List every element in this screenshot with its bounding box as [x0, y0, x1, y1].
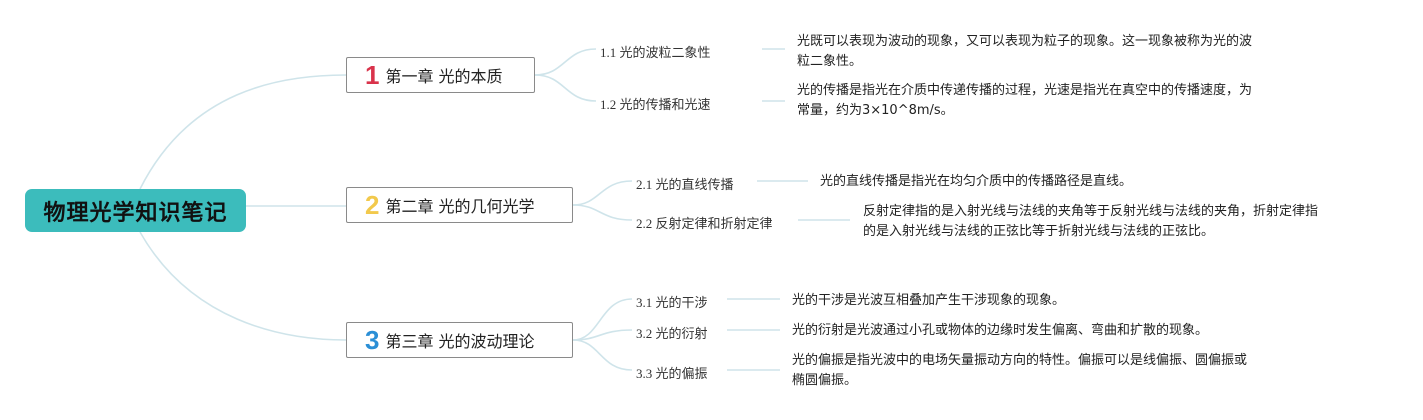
section-label-2-2[interactable]: 2.2 反射定律和折射定律 [636, 216, 773, 231]
section-label-3-2[interactable]: 3.2 光的衍射 [636, 326, 708, 341]
connector-root-ch1 [139, 74, 347, 190]
connector-root-ch3 [139, 231, 347, 341]
chapter-node-2[interactable]: 2 第二章 光的几何光学 [346, 187, 573, 223]
section-desc-3-3: 光的偏振是指光波中的电场矢量振动方向的特性。偏振可以是线偏振、圆偏振或 椭圆偏振… [792, 351, 1247, 391]
desc-line: 光的干涉是光波互相叠加产生干涉现象的现象。 [792, 293, 1066, 308]
root-title: 物理光学知识笔记 [43, 200, 228, 226]
connector-ch2-sec1 [572, 180, 633, 206]
connector-ch1-sec1 [534, 48, 597, 76]
section-desc-1-2: 光的传播是指光在介质中传递传播的过程，光速是指光在真空中的传播速度，为 常量，约… [797, 81, 1252, 121]
desc-line: 光的偏振是指光波中的电场矢量振动方向的特性。偏振可以是线偏振、圆偏振或 [792, 353, 1248, 368]
section-desc-3-2: 光的衍射是光波通过小孔或物体的边缘时发生偏离、弯曲和扩散的现象。 [792, 321, 1208, 341]
chapter-number-2-icon: 2 [365, 190, 380, 220]
section-label-1-2[interactable]: 1.2 光的传播和光速 [600, 97, 711, 112]
desc-line: 的是入射光线与法线的正弦比等于折射光线与法线的正弦比。 [863, 224, 1215, 239]
connector-ch3-sec2 [572, 329, 633, 341]
section-label-3-3[interactable]: 3.3 光的偏振 [636, 366, 708, 381]
desc-line: 光的直线传播是指光在均匀介质中的传播路径是直线。 [820, 174, 1133, 189]
section-desc-3-1: 光的干涉是光波互相叠加产生干涉现象的现象。 [792, 291, 1065, 311]
connector-ch2-sec2 [572, 204, 633, 221]
connector-ch1-sec2 [534, 74, 597, 102]
desc-line: 光的衍射是光波通过小孔或物体的边缘时发生偏离、弯曲和扩散的现象。 [792, 323, 1209, 338]
desc-line: 反射定律指的是入射光线与法线的夹角等于反射光线与法线的夹角，折射定律指 [863, 204, 1319, 219]
chapter-title-1: 第一章 光的本质 [385, 67, 503, 86]
root-node[interactable]: 物理光学知识笔记 [25, 189, 246, 232]
section-label-1-1[interactable]: 1.1 光的波粒二象性 [600, 45, 711, 60]
desc-line: 粒二象性。 [797, 54, 863, 69]
section-label-3-1[interactable]: 3.1 光的干涉 [636, 295, 708, 310]
chapter-node-1[interactable]: 1 第一章 光的本质 [346, 57, 535, 93]
desc-line: 光既可以表现为波动的现象，又可以表现为粒子的现象。这一现象被称为光的波 [797, 34, 1253, 49]
chapter-title-3: 第三章 光的波动理论 [385, 332, 535, 351]
section-desc-1-1: 光既可以表现为波动的现象，又可以表现为粒子的现象。这一现象被称为光的波 粒二象性… [797, 32, 1252, 72]
chapter-node-3[interactable]: 3 第三章 光的波动理论 [346, 322, 573, 358]
connector-ch3-sec3 [572, 339, 633, 371]
desc-line: 常量，约为3×10^8m/s。 [797, 103, 954, 118]
desc-line: 光的传播是指光在介质中传递传播的过程，光速是指光在真空中的传播速度，为 [797, 83, 1253, 98]
section-label-2-1[interactable]: 2.1 光的直线传播 [636, 177, 734, 192]
chapter-number-3-icon: 3 [365, 325, 380, 355]
section-desc-2-1: 光的直线传播是指光在均匀介质中的传播路径是直线。 [820, 172, 1132, 192]
chapter-number-1-icon: 1 [365, 60, 380, 90]
chapter-title-2: 第二章 光的几何光学 [385, 197, 535, 216]
desc-line: 椭圆偏振。 [792, 373, 858, 388]
section-desc-2-2: 反射定律指的是入射光线与法线的夹角等于反射光线与法线的夹角，折射定律指 的是入射… [863, 202, 1318, 242]
